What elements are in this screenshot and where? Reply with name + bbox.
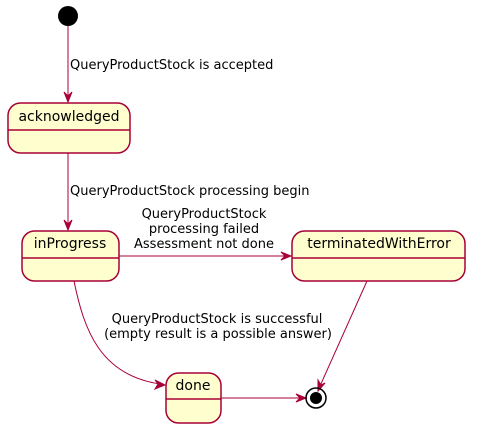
transition-label-successful-line1: QueryProductStock is successful <box>112 312 323 327</box>
transition-label-processing-begin: QueryProductStock processing begin <box>70 184 310 199</box>
transition-label-failed-line1: QueryProductStock <box>142 207 267 222</box>
arrowhead <box>295 393 308 403</box>
state-acknowledged: acknowledged <box>7 102 131 154</box>
arrowhead <box>63 91 73 104</box>
transition-label-failed-line2: processing failed <box>149 222 259 237</box>
state-terminatedwitherror: terminatedWithError <box>291 230 466 282</box>
transition-done-to-final <box>221 393 308 403</box>
transition-acknowledged-to-inprogress <box>63 153 73 232</box>
state-inprogress: inProgress <box>21 230 120 282</box>
transition-inprogress-to-done <box>73 280 167 391</box>
state-label-inprogress: inProgress <box>34 236 107 252</box>
initial-state-node <box>58 6 78 26</box>
transition-label-accepted: QueryProductStock is accepted <box>70 58 273 73</box>
final-state-node <box>305 387 327 409</box>
arrowhead <box>280 251 293 261</box>
transition-label-successful-line2: (empty result is a possible answer) <box>104 327 332 342</box>
state-label-done: done <box>176 378 211 394</box>
transition-label-failed-line3: Assessment not done <box>134 237 274 252</box>
arrowhead <box>63 219 73 232</box>
transition-start-to-acknowledged <box>63 26 73 104</box>
arrowhead <box>153 379 167 391</box>
transition-inprogress-to-terminated <box>119 251 293 261</box>
state-label-terminatedwitherror: terminatedWithError <box>307 236 451 252</box>
state-done: done <box>165 372 222 424</box>
state-label-acknowledged: acknowledged <box>18 109 119 125</box>
